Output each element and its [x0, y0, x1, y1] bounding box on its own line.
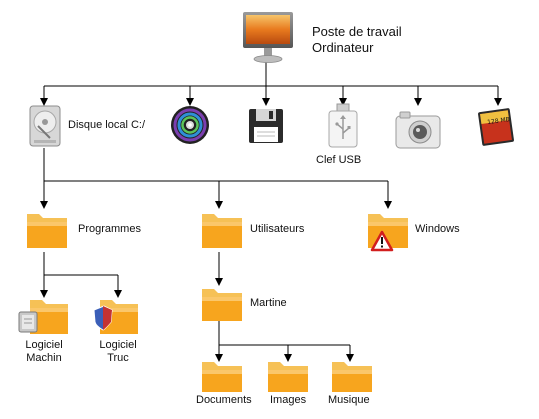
hard-drive-icon: [29, 105, 61, 147]
warning-icon: [370, 230, 394, 252]
folder-icon: [27, 214, 67, 248]
monitor-icon: [243, 12, 293, 63]
cd-dvd-icon: [171, 106, 209, 144]
folder-icon: [268, 362, 308, 392]
folder-icon: [202, 289, 242, 321]
folder-label-windows: Windows: [415, 223, 460, 235]
folder-icon: [202, 362, 242, 392]
software-box-icon: [18, 311, 38, 333]
disk-label: Disque local C:/: [68, 119, 146, 131]
folder-label-utilisateurs: Utilisateurs: [250, 223, 305, 235]
folder-label-machin-line2: Machin: [26, 352, 62, 364]
folder-icon: [202, 214, 242, 248]
floppy-disk-icon: [249, 109, 283, 143]
folder-label-programmes: Programmes: [78, 223, 141, 235]
shield-icon: [93, 305, 113, 331]
folder-label-documents: Documents: [196, 394, 252, 406]
usb-drive-icon: [328, 103, 358, 148]
memory-card-icon: 128 MB: [478, 108, 514, 146]
card-capacity-text: 128 MB: [487, 116, 510, 126]
folder-label-martine: Martine: [250, 297, 287, 309]
folder-icon: [368, 214, 408, 252]
folder-icon: [18, 300, 68, 334]
usb-label: Clef USB: [316, 154, 362, 166]
root-label-line2: Ordinateur: [312, 40, 374, 55]
camera-icon: [395, 111, 441, 149]
folder-label-truc-line1: Logiciel: [99, 339, 137, 351]
folder-label-machin-line1: Logiciel: [25, 339, 63, 351]
folder-label-musique: Musique: [328, 394, 370, 406]
folder-label-truc-line2: Truc: [107, 352, 129, 364]
folder-icon: [93, 300, 138, 334]
folder-icon: [332, 362, 372, 392]
folder-label-images: Images: [270, 394, 307, 406]
root-label-line1: Poste de travail: [312, 24, 402, 39]
